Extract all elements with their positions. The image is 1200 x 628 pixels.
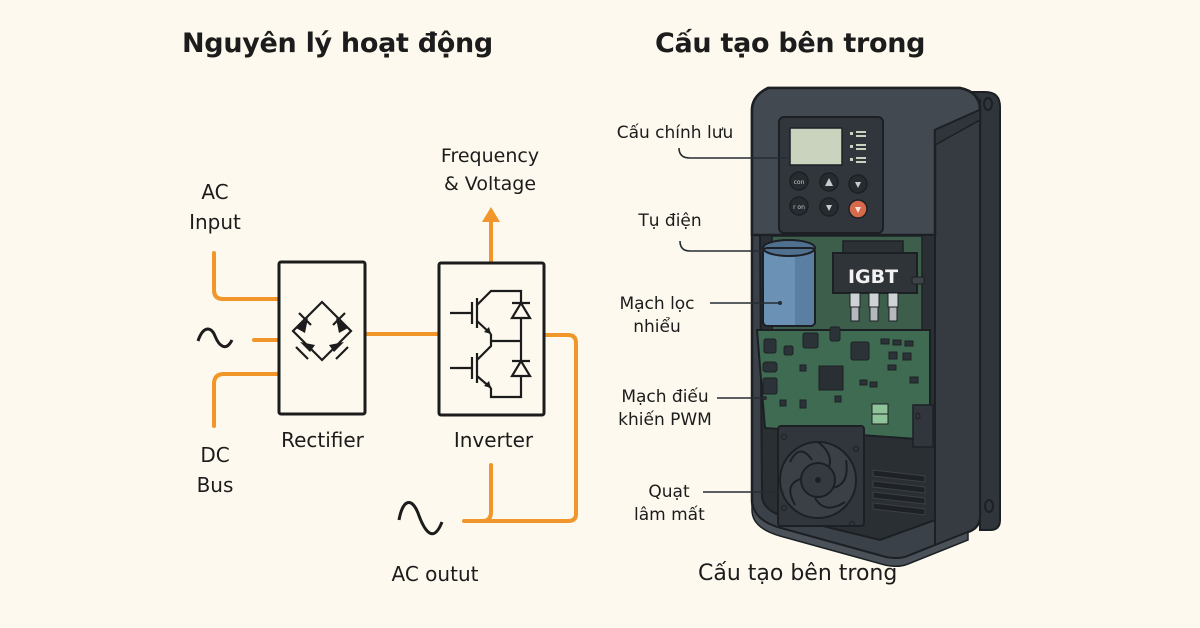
connector-terminal bbox=[871, 403, 889, 415]
ac-output-sine-icon bbox=[397, 501, 444, 536]
ac-input-sine-icon bbox=[196, 327, 234, 349]
device-caption: Cấu tạo bên trong bbox=[698, 561, 898, 586]
callout-tu-dien: Tụ điện bbox=[638, 211, 702, 231]
status-leds bbox=[850, 131, 866, 163]
key-con[interactable] bbox=[789, 171, 809, 191]
callout-cau-chinh-luu: Cấu chính lưu bbox=[616, 123, 734, 143]
key-r-on[interactable] bbox=[789, 196, 809, 216]
callout-quat-lam-mat: Quạt lâm mất bbox=[634, 482, 705, 525]
mount-hole-top bbox=[983, 97, 993, 111]
bottom-lip bbox=[751, 499, 969, 568]
cooling-fan bbox=[777, 425, 865, 527]
igbt-label: IGBT bbox=[848, 266, 898, 288]
callout-mach-dieu-khien-pwm: Mạch điếu khiến PWM bbox=[618, 387, 712, 430]
svg-text:r on: r on bbox=[793, 204, 805, 211]
rectifier-box bbox=[277, 260, 367, 416]
ac-output-wire bbox=[462, 333, 578, 523]
callout-mach-loc-nhieu: Mạch lọc nhiểu bbox=[619, 294, 695, 337]
housing-side bbox=[934, 98, 981, 547]
mount-hole-bottom bbox=[984, 499, 994, 513]
down-arrow-icon bbox=[855, 207, 861, 213]
mounting-flange bbox=[767, 91, 1001, 531]
rectifier-label: Rectifier bbox=[281, 428, 364, 452]
ac-input-label: AC Input bbox=[189, 180, 241, 234]
bracket bbox=[912, 404, 934, 448]
dc-bus-wire bbox=[212, 372, 280, 428]
keypad-buttons: con r on bbox=[789, 171, 868, 219]
ac-input-wire bbox=[212, 251, 280, 301]
lcd-display bbox=[789, 127, 843, 166]
ac-output-label: AC outut bbox=[391, 562, 479, 586]
down-arrow-icon bbox=[855, 182, 861, 188]
right-title: Cấu tạo bên trong bbox=[655, 28, 926, 59]
svg-text:con: con bbox=[794, 179, 805, 186]
igbt-module bbox=[832, 240, 925, 322]
inverter-label: Inverter bbox=[453, 428, 534, 452]
down-arrow-icon bbox=[826, 205, 832, 211]
vent-slots bbox=[872, 469, 926, 516]
igbt-switch-icon bbox=[450, 289, 532, 399]
frequency-voltage-label: Frequency & Voltage bbox=[440, 145, 540, 195]
pcb-components bbox=[762, 326, 919, 409]
left-title: Nguyên lý hoạt động bbox=[182, 28, 493, 59]
capacitor bbox=[762, 239, 816, 327]
dc-bus-label: DC Bus bbox=[196, 443, 234, 497]
inverter-output-wire bbox=[482, 463, 493, 523]
leader-tu-dien bbox=[679, 240, 763, 252]
freq-voltage-arrow-head bbox=[482, 207, 500, 222]
up-arrow-icon bbox=[825, 178, 833, 186]
diode-bridge-icon bbox=[291, 300, 353, 362]
inverter-box bbox=[437, 261, 546, 417]
leader-cau-chinh-luu bbox=[678, 147, 790, 159]
